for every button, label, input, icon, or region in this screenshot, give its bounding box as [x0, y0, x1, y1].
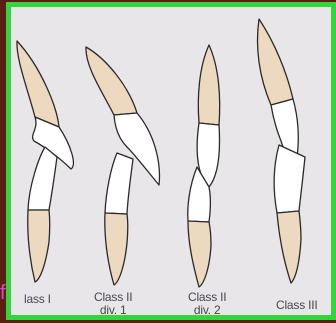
class3-lower-root	[277, 211, 301, 283]
class1-lower-crown	[28, 147, 57, 210]
class3-teeth	[258, 19, 306, 283]
class1-upper-root	[17, 41, 59, 127]
overlay-letter: f	[0, 282, 6, 305]
label-class2-div1: Class II div. 1	[94, 291, 132, 315]
incisor-diagram	[11, 7, 331, 315]
label-class3: Class III	[276, 299, 318, 312]
label-class2-div2: Class II div. 2	[188, 291, 226, 315]
class1-lower-root	[28, 210, 50, 282]
class2div1-upper-root	[86, 47, 137, 115]
label-class1: lass I	[24, 293, 51, 306]
class2div1-lower-root	[105, 213, 128, 285]
class3-upper-root	[258, 19, 294, 105]
class1-teeth	[17, 41, 73, 282]
class2div1-teeth	[86, 47, 160, 285]
class2div2-teeth	[188, 45, 220, 287]
class3-lower-crown	[274, 145, 305, 213]
class2div1-lower-crown	[105, 153, 133, 214]
class2div2-lower-root	[188, 221, 211, 287]
figure-page: lass I Class II div. 1 Class II div. 2 C…	[11, 7, 331, 315]
class2div2-upper-root	[198, 45, 219, 125]
